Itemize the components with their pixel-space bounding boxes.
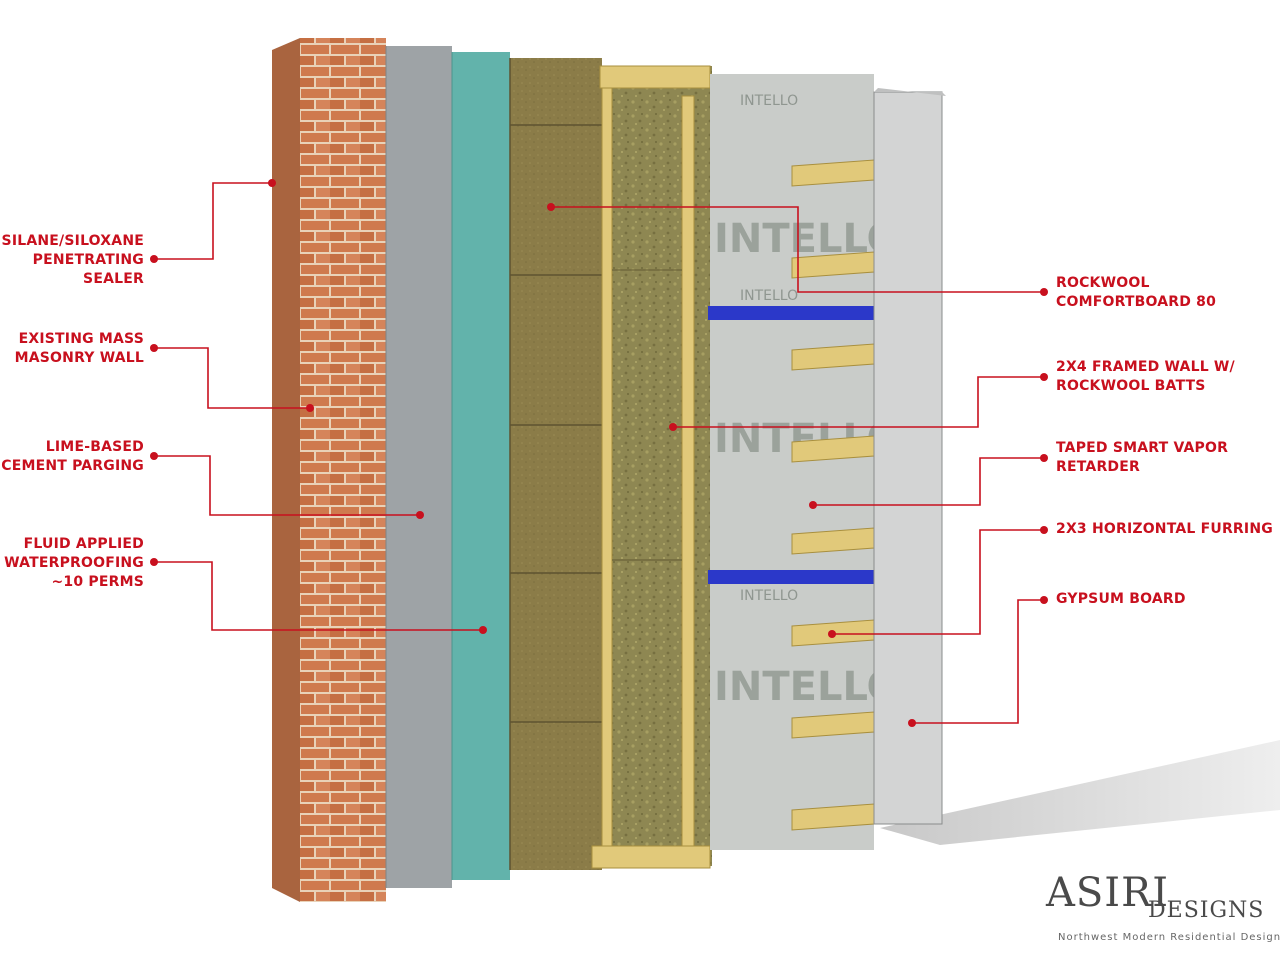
callout-framed-wall-line-1: 2X4 FRAMED WALL W/: [1056, 359, 1235, 375]
callout-vapor-retarder-line-1: TAPED SMART VAPOR: [1056, 440, 1229, 456]
leader-furring: [832, 529, 1044, 635]
callout-waterproofing-line-2: WATERPROOFING: [4, 555, 144, 571]
callout-gypsum: GYPSUM BOARD: [1056, 590, 1186, 609]
vapor-tape-upper: [708, 306, 874, 320]
callout-parging: LIME-BASED CEMENT PARGING: [1, 438, 144, 476]
callout-furring: 2X3 HORIZONTAL FURRING: [1056, 520, 1273, 539]
callout-masonry-line-2: MASONRY WALL: [14, 350, 144, 366]
callout-parging-line-2: CEMENT PARGING: [1, 458, 144, 474]
brand-tagline: Northwest Modern Residential Design: [1058, 932, 1280, 943]
membrane-print-3: INTELLO: [740, 288, 798, 304]
callout-vapor-retarder-line-2: RETARDER: [1056, 459, 1140, 475]
callout-leaders: [154, 182, 1044, 724]
brick-wall: [272, 38, 386, 902]
parging-layer: [386, 46, 452, 888]
brand-name: ASIRI: [1046, 870, 1170, 916]
waterproofing-layer: [452, 52, 510, 880]
membrane-print-6: INTELLO: [714, 664, 901, 710]
gypsum-board: [873, 88, 946, 825]
callout-masonry-line-1: EXISTING MASS: [18, 331, 144, 347]
leader-sealer: [154, 182, 272, 260]
callout-sealer-line-3: SEALER: [83, 271, 144, 287]
callout-vapor-retarder: TAPED SMART VAPOR RETARDER: [1056, 439, 1228, 477]
callout-gypsum-line-1: GYPSUM BOARD: [1056, 591, 1186, 607]
leader-waterproofing: [154, 561, 483, 631]
leader-masonry: [154, 347, 310, 409]
membrane-print-5: INTELLO: [740, 588, 798, 604]
leader-comfortboard: [551, 206, 1044, 293]
callout-waterproofing: FLUID APPLIED WATERPROOFING ~10 PERMS: [4, 535, 144, 592]
top-plate: [599, 65, 711, 89]
callout-framed-wall: 2X4 FRAMED WALL W/ ROCKWOOL BATTS: [1056, 358, 1235, 396]
vapor-tape-lower: [708, 570, 874, 584]
membrane-print-1: INTELLO: [740, 93, 798, 109]
stud-center: [681, 95, 695, 847]
floor-shadow: [880, 740, 1280, 845]
leader-parging: [154, 455, 420, 516]
callout-sealer: SILANE/SILOXANE PENETRATING SEALER: [2, 232, 144, 289]
callout-furring-line-1: 2X3 HORIZONTAL FURRING: [1056, 521, 1273, 537]
callout-comfortboard: ROCKWOOL COMFORTBOARD 80: [1056, 274, 1216, 312]
framed-wall: [591, 65, 712, 869]
callout-waterproofing-line-3: ~10 PERMS: [51, 574, 144, 590]
bottom-plate: [591, 845, 711, 869]
callout-dots: [150, 179, 1048, 727]
callout-framed-wall-line-2: ROCKWOOL BATTS: [1056, 378, 1206, 394]
callout-comfortboard-line-1: ROCKWOOL: [1056, 275, 1150, 291]
callout-comfortboard-line-2: COMFORTBOARD 80: [1056, 294, 1217, 310]
callout-waterproofing-line-1: FLUID APPLIED: [23, 536, 144, 552]
callout-sealer-line-1: SILANE/SILOXANE: [1, 233, 144, 249]
callout-parging-line-1: LIME-BASED: [45, 439, 144, 455]
callout-sealer-line-2: PENETRATING: [32, 252, 144, 268]
leader-vapor-retarder: [813, 457, 1044, 506]
stud-left: [601, 87, 613, 847]
brand-suffix: DESIGNS: [1148, 898, 1265, 923]
comfortboard-layer: [509, 58, 602, 870]
leader-framed-wall: [673, 376, 1044, 428]
leader-gypsum: [912, 599, 1044, 724]
callout-masonry: EXISTING MASS MASONRY WALL: [15, 330, 144, 368]
